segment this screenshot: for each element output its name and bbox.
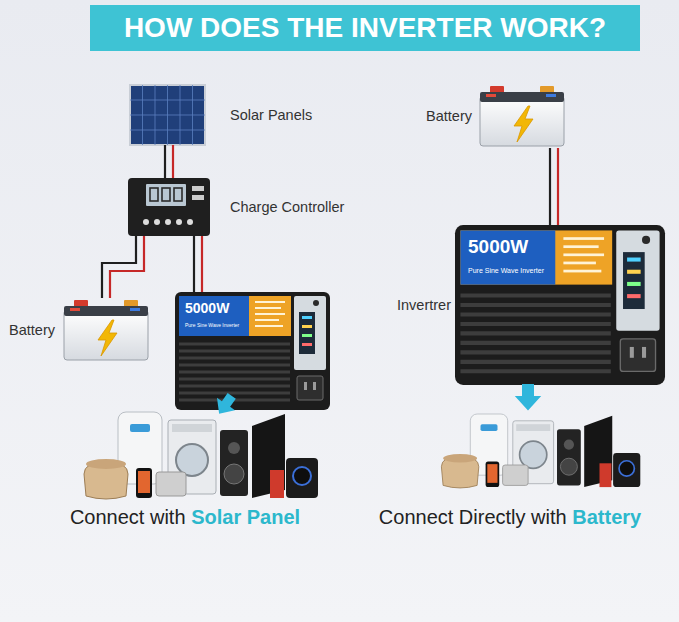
solar-panel-icon (130, 85, 205, 145)
charge-controller-icon (128, 178, 210, 236)
charge-controller-icon (146, 184, 186, 206)
device-label: 5000W (183, 300, 231, 316)
part-label: Solar Panels (230, 107, 312, 124)
wire (172, 145, 174, 178)
battery: Battery (478, 84, 566, 148)
wire (549, 148, 551, 225)
device-label: 5000W (466, 236, 530, 258)
flow-arrow (210, 389, 241, 420)
inverter-icon (175, 292, 330, 410)
charge-controller-icon (192, 195, 204, 200)
inverter-icon (455, 225, 665, 385)
charge-controller-icon (154, 219, 160, 225)
caption-row: Connect Directly withBattery (345, 506, 675, 529)
battery-icon (64, 300, 148, 360)
caption-text: Solar Panel (191, 506, 300, 529)
inverter: 5000W Pure Sine Wave Inverter (175, 292, 330, 410)
title-banner: HOW DOES THE INVERTER WORK? (90, 5, 640, 51)
inverter: Invertrer5000WPure Sine Wave Inverter (455, 225, 665, 385)
part-label: Battery (426, 108, 472, 125)
charge-controller-icon (176, 219, 182, 225)
charge-controller-icon (187, 219, 193, 225)
charge-controller: Charge Controller (128, 178, 210, 236)
wire (110, 236, 144, 298)
wire-pair (102, 236, 144, 298)
wire (193, 236, 195, 292)
part-label: Battery (9, 322, 55, 339)
title-text: HOW DOES THE INVERTER WORK? (124, 12, 606, 44)
caption-text: Connect with (70, 506, 186, 529)
charge-controller-icon (162, 188, 170, 201)
charge-controller-icon (192, 186, 204, 191)
flow-arrow (515, 384, 541, 410)
wire (102, 236, 136, 298)
charge-controller-icon (150, 188, 158, 201)
wire-pair (194, 236, 202, 292)
solar-panel-icon (130, 85, 205, 145)
solar-panel: Solar Panels (130, 85, 205, 145)
appliance-group (441, 414, 640, 488)
battery-icon (480, 86, 564, 146)
charge-controller-icon (128, 178, 210, 236)
charge-controller-icon (165, 219, 171, 225)
charge-controller-icon (174, 188, 182, 201)
charge-controller-icon (143, 219, 149, 225)
appliance-group (84, 412, 318, 499)
wire (164, 145, 166, 178)
part-label: Charge Controller (230, 199, 344, 216)
caption-text: Connect Directly with (379, 506, 567, 529)
caption-text: Battery (572, 506, 641, 529)
device-label: Pure Sine Wave Inverter (466, 267, 546, 275)
battery: Battery (62, 298, 150, 362)
wire (557, 148, 559, 225)
solar-panel-icon (130, 85, 205, 145)
part-label: Invertrer (397, 297, 451, 314)
wire-pair (165, 145, 173, 178)
device-label: Pure Sine Wave Inverter (183, 323, 241, 329)
wire (201, 236, 203, 292)
caption-row: Connect withSolar Panel (40, 506, 330, 529)
wire-pair (550, 148, 558, 225)
